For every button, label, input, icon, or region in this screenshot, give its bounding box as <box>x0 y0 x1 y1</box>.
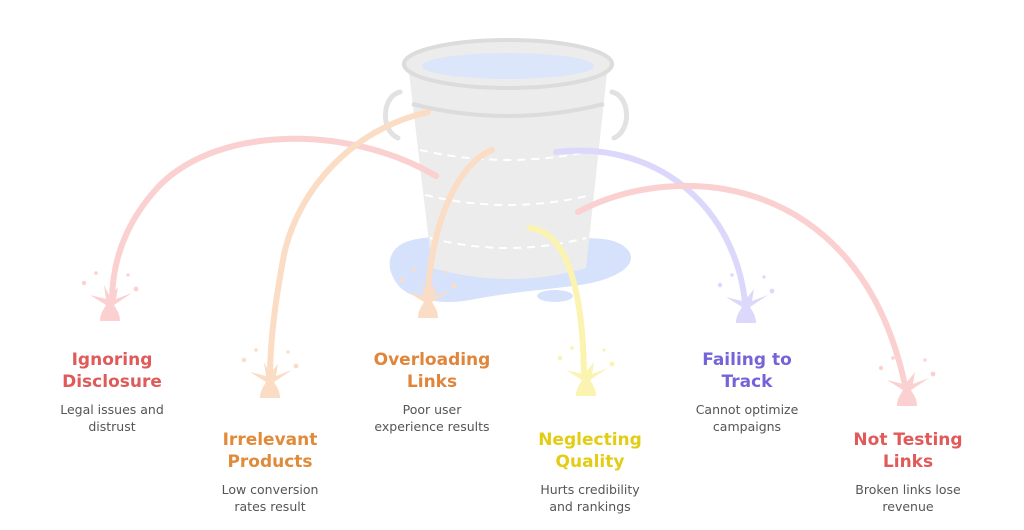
leak-stream <box>527 225 587 377</box>
desc-line: revenue <box>882 499 934 514</box>
description: Low conversion rates result <box>195 481 345 515</box>
droplet <box>891 356 895 360</box>
droplet <box>762 275 766 279</box>
droplet <box>570 346 574 350</box>
droplet <box>769 288 775 294</box>
droplet <box>609 361 615 367</box>
title-line: Failing to <box>702 350 792 370</box>
droplet <box>451 283 457 289</box>
splash-icon <box>717 273 775 323</box>
splash-icon <box>81 271 139 321</box>
droplet <box>878 365 884 371</box>
droplet <box>717 282 723 288</box>
desc-line: Low conversion <box>221 482 319 497</box>
droplet <box>412 268 416 272</box>
leak-label-neglecting-quality: Neglecting Quality Hurts credibility and… <box>510 429 670 515</box>
splashes <box>81 268 936 406</box>
droplet <box>730 273 734 277</box>
desc-line: Poor user <box>402 402 462 417</box>
title-line: Products <box>227 452 313 472</box>
description: Hurts credibility and rankings <box>510 481 670 515</box>
title-line: Irrelevant <box>222 430 318 450</box>
droplet <box>602 348 606 352</box>
title: Irrelevant Products <box>195 429 345 473</box>
droplet <box>557 355 563 361</box>
desc-line: experience results <box>374 419 490 434</box>
title: Not Testing Links <box>828 429 988 473</box>
title-line: Disclosure <box>62 372 162 392</box>
title-line: Links <box>406 372 458 392</box>
droplet <box>254 348 258 352</box>
leak-label-irrelevant-products: Irrelevant Products Low conversion rates… <box>195 429 345 515</box>
droplet <box>94 271 98 275</box>
title-line: Links <box>882 452 934 472</box>
title: Neglecting Quality <box>510 429 670 473</box>
droplet <box>126 273 130 277</box>
droplet <box>133 286 139 292</box>
leak-streams <box>109 109 908 388</box>
desc-line: Cannot optimize <box>695 402 799 417</box>
title-line: Not Testing <box>853 430 963 450</box>
splash-icon <box>557 346 615 396</box>
title-line: Ignoring <box>71 350 153 370</box>
desc-line: and rankings <box>549 499 631 514</box>
droplet <box>923 358 927 362</box>
title-line: Overloading <box>373 350 491 370</box>
title: Failing to Track <box>672 349 822 393</box>
droplet <box>286 350 290 354</box>
title: Ignoring Disclosure <box>37 349 187 393</box>
leak-label-ignoring-disclosure: Ignoring Disclosure Legal issues and dis… <box>37 349 187 435</box>
title-line: Track <box>721 372 773 392</box>
leak-label-overloading-links: Overloading Links Poor user experience r… <box>352 349 512 435</box>
splash-icon <box>241 348 299 398</box>
leak-label-failing-to-track: Failing to Track Cannot optimize campaig… <box>672 349 822 435</box>
description: Poor user experience results <box>352 401 512 435</box>
leak-stream <box>109 135 439 305</box>
droplet <box>399 277 405 283</box>
leak-label-not-testing-links: Not Testing Links Broken links lose reve… <box>828 429 988 515</box>
desc-line: campaigns <box>712 419 782 434</box>
description: Broken links lose revenue <box>828 481 988 515</box>
leak-stream <box>575 182 908 388</box>
splash-icon <box>399 268 457 318</box>
description: Cannot optimize campaigns <box>672 401 822 435</box>
droplet <box>444 270 448 274</box>
title-line: Neglecting <box>538 430 642 450</box>
splash-icon <box>878 356 936 406</box>
droplet <box>930 371 936 377</box>
title: Overloading Links <box>352 349 512 393</box>
droplet <box>81 280 87 286</box>
droplet <box>293 363 299 369</box>
desc-line: Broken links lose <box>855 482 961 497</box>
desc-line: Hurts credibility <box>540 482 640 497</box>
desc-line: Legal issues and <box>60 402 164 417</box>
title-line: Quality <box>555 452 625 472</box>
leak-stream <box>267 109 431 381</box>
desc-line: rates result <box>234 499 306 514</box>
leak-stream <box>425 147 495 301</box>
description: Legal issues and distrust <box>37 401 187 435</box>
bucket <box>383 38 629 279</box>
droplet <box>241 357 247 363</box>
desc-line: distrust <box>88 419 136 434</box>
